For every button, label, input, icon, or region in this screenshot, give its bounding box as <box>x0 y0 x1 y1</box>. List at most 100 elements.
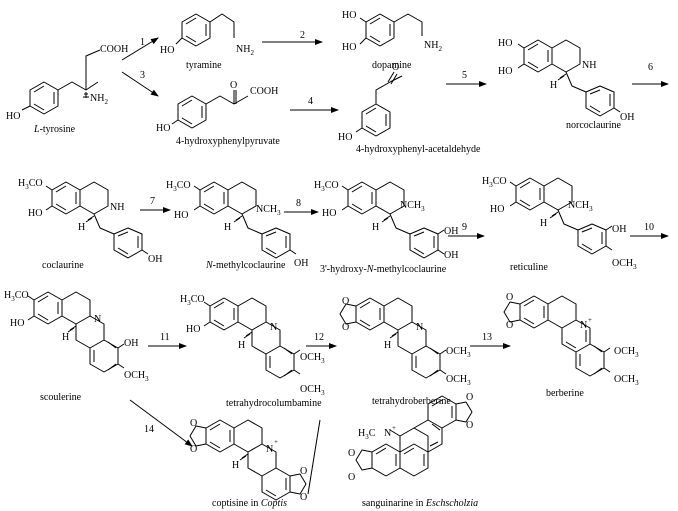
svg-text:H: H <box>62 332 69 343</box>
svg-text:+: + <box>274 438 278 446</box>
hydroxy-n-methylcoclaurine-structure: H3CO HO NCH3 H OH OH <box>314 180 458 261</box>
scoulerine-structure: H3CO HO N H OH OCH3 <box>4 290 149 383</box>
norcoclaurine-caption: norcoclaurine <box>566 120 622 131</box>
svg-text:HO: HO <box>498 38 512 49</box>
svg-text:H: H <box>232 460 239 471</box>
step-8-label: 8 <box>296 198 301 209</box>
step-14-label: 14 <box>144 424 154 435</box>
step-9-label: 9 <box>462 222 467 233</box>
separator-slash <box>307 419 321 495</box>
hydroxyphenylacetaldehyde-caption: 4-hydroxyphenyl-acetaldehyde <box>356 144 481 155</box>
coclaurine-caption: coclaurine <box>42 260 84 271</box>
svg-text:N: N <box>384 428 391 439</box>
norcoclaurine-structure: HO HO NH H OH <box>498 38 634 123</box>
svg-text:COOH: COOH <box>250 86 278 97</box>
svg-text:HO: HO <box>490 204 504 215</box>
svg-text:N: N <box>270 322 277 333</box>
dopamine-structure: HO HO NH2 <box>342 10 442 53</box>
svg-text:+: + <box>392 424 396 432</box>
berberine-caption: berberine <box>546 388 584 399</box>
svg-text:+: + <box>588 316 592 324</box>
svg-text:OH: OH <box>444 250 458 261</box>
dopamine-caption: dopamine <box>372 60 412 71</box>
step-4-label: 4 <box>308 96 313 107</box>
step-1-label: 1 <box>140 37 145 48</box>
svg-text:O: O <box>466 420 473 431</box>
step-13-label: 13 <box>482 332 492 343</box>
svg-text:HO: HO <box>338 132 352 143</box>
svg-text:OCH3: OCH3 <box>124 370 149 383</box>
svg-text:HO: HO <box>6 111 20 122</box>
svg-text:O: O <box>348 448 355 459</box>
svg-text:OH: OH <box>294 258 308 269</box>
l-tyrosine-caption: L-tyrosine <box>33 124 76 135</box>
svg-text:OCH3: OCH3 <box>300 352 325 365</box>
svg-text:O: O <box>230 80 237 91</box>
svg-text:OCH3: OCH3 <box>614 374 639 387</box>
svg-text:NCH3: NCH3 <box>400 200 425 213</box>
step-5-label: 5 <box>462 70 467 81</box>
svg-text:NCH3: NCH3 <box>256 204 281 217</box>
svg-text:NH: NH <box>110 202 124 213</box>
step-10-label: 10 <box>644 222 654 233</box>
svg-text:O: O <box>190 418 197 429</box>
coclaurine-structure: H3CO HO NH H OH <box>18 178 162 265</box>
svg-text:HO: HO <box>28 208 42 219</box>
svg-text:O: O <box>506 320 513 331</box>
tetrahydrocolumbamine-caption: tetrahydrocolumbamine <box>226 398 322 409</box>
tyramine-caption: tyramine <box>186 60 222 71</box>
svg-text:OCH3: OCH3 <box>446 374 471 387</box>
svg-text:HO: HO <box>322 208 336 219</box>
svg-text:N: N <box>94 314 101 325</box>
svg-text:O: O <box>342 296 349 307</box>
sanguinarine-caption: sanguinarine in Eschscholzia <box>362 498 478 509</box>
svg-text:N: N <box>580 320 587 331</box>
hydroxyphenylacetaldehyde-structure: O HO <box>338 62 403 143</box>
svg-text:OH: OH <box>620 112 634 123</box>
svg-text:OCH3: OCH3 <box>446 346 471 359</box>
reticuline-caption: reticuline <box>510 262 548 273</box>
svg-text:H3CO: H3CO <box>180 294 205 307</box>
step-2-label: 2 <box>300 30 305 41</box>
coptisine-caption: coptisine in Coptis <box>212 498 287 509</box>
svg-text:NH2: NH2 <box>424 40 442 53</box>
svg-text:H3CO: H3CO <box>482 176 507 189</box>
tetrahydroberberine-caption: tetrahydroberberine <box>372 396 451 407</box>
svg-text:NH2: NH2 <box>236 44 254 57</box>
svg-text:OH: OH <box>148 254 162 265</box>
svg-text:H: H <box>384 340 391 351</box>
svg-text:O: O <box>300 466 307 477</box>
svg-text:NCH3: NCH3 <box>568 200 593 213</box>
svg-text:H3CO: H3CO <box>314 180 339 193</box>
svg-text:O: O <box>342 322 349 333</box>
svg-text:OH: OH <box>444 226 458 237</box>
svg-text:HO: HO <box>160 45 174 56</box>
tyrosine-cooh-bond <box>85 49 101 74</box>
tetrahydroberberine-structure: O O N H OCH3 OCH3 <box>339 296 471 387</box>
step-7-label: 7 <box>150 196 155 207</box>
hydroxyphenylpyruvate-structure: O COOH HO <box>156 80 278 134</box>
scoulerine-caption: scoulerine <box>40 392 82 403</box>
svg-text:O: O <box>392 62 399 73</box>
hydroxy-n-methylcoclaurine-caption: 3'-hydroxy-N-methylcoclaurine <box>320 264 447 275</box>
tetrahydrocolumbamine-structure: H3CO HO N H OCH3 OCH3 <box>180 294 325 397</box>
svg-text:HO: HO <box>156 123 170 134</box>
svg-text:HO: HO <box>186 324 200 335</box>
arrow-step-14 <box>129 399 193 447</box>
svg-text:HO: HO <box>342 42 356 53</box>
step-6-label: 6 <box>648 62 653 73</box>
l-tyrosine-structure: COOH NH2 HO <box>6 44 128 122</box>
svg-text:H: H <box>78 222 85 233</box>
svg-text:OCH3: OCH3 <box>614 346 639 359</box>
svg-text:OCH3: OCH3 <box>612 258 637 271</box>
svg-text:COOH: COOH <box>100 44 128 55</box>
svg-text:HO: HO <box>174 210 188 221</box>
svg-text:HO: HO <box>498 66 512 77</box>
svg-text:H: H <box>238 340 245 351</box>
svg-text:NH2: NH2 <box>90 93 108 106</box>
svg-text:O: O <box>190 444 197 455</box>
svg-text:H: H <box>550 80 557 91</box>
svg-text:OH: OH <box>124 338 138 349</box>
n-methylcoclaurine-caption: N-methylcoclaurine <box>205 260 286 271</box>
